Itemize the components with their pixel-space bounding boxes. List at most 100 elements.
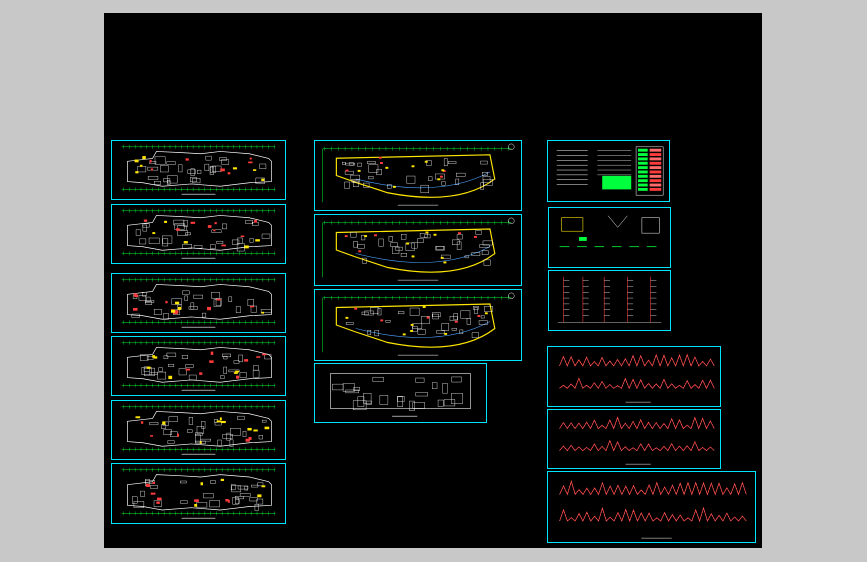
cad-line bbox=[157, 371, 167, 380]
sheet-floor-plan-3[interactable] bbox=[111, 273, 286, 333]
cad-line bbox=[195, 432, 203, 436]
cad-line bbox=[398, 311, 405, 315]
cad-line bbox=[508, 143, 515, 150]
cad-line bbox=[411, 255, 415, 258]
cad-line bbox=[454, 320, 458, 323]
cad-line bbox=[184, 295, 188, 301]
cad-line bbox=[134, 294, 139, 298]
sheet-isometric-2[interactable] bbox=[547, 409, 721, 469]
cad-line bbox=[483, 259, 491, 266]
cad-line bbox=[410, 323, 414, 326]
cad-line bbox=[484, 312, 488, 315]
cad-line bbox=[152, 355, 156, 358]
cad-line bbox=[361, 235, 366, 241]
cad-line bbox=[579, 237, 587, 241]
cad-line bbox=[247, 427, 252, 431]
cad-line bbox=[376, 168, 382, 176]
cad-line bbox=[481, 250, 489, 255]
cad-line bbox=[441, 181, 446, 186]
cad-line bbox=[406, 175, 416, 184]
cad-line bbox=[257, 482, 264, 487]
cad-line bbox=[368, 176, 374, 180]
cad-line bbox=[443, 158, 448, 167]
cad-line bbox=[177, 306, 182, 310]
cad-line bbox=[180, 480, 187, 484]
cad-line bbox=[380, 162, 383, 164]
cad-line bbox=[183, 241, 188, 244]
cad-line bbox=[428, 176, 433, 181]
sheet-basement-plan[interactable] bbox=[314, 363, 487, 423]
cad-line bbox=[412, 326, 418, 332]
cad-line bbox=[370, 307, 380, 314]
cad-line bbox=[176, 228, 180, 231]
cad-line bbox=[602, 175, 632, 190]
cad-line bbox=[163, 429, 172, 435]
sheet-riser-diagram[interactable] bbox=[548, 270, 671, 331]
cad-line bbox=[235, 375, 240, 379]
cad-line bbox=[222, 353, 232, 358]
cad-line bbox=[209, 360, 214, 363]
cad-line bbox=[185, 232, 191, 236]
cad-line bbox=[345, 162, 356, 166]
cad-line bbox=[207, 306, 212, 311]
cad-line bbox=[638, 187, 648, 191]
cad-line bbox=[142, 292, 147, 297]
cad-line bbox=[146, 355, 154, 360]
cad-line bbox=[237, 485, 249, 490]
cad-line bbox=[153, 309, 162, 315]
cad-line bbox=[223, 355, 228, 360]
floor-plan-drawing bbox=[121, 208, 276, 259]
cad-line bbox=[374, 330, 380, 337]
sheet-floor-plan-4[interactable] bbox=[111, 336, 286, 396]
sheet-curved-plan-2[interactable] bbox=[314, 214, 522, 286]
cad-line bbox=[464, 255, 469, 259]
cad-line bbox=[145, 484, 151, 487]
cad-line bbox=[559, 479, 747, 496]
cad-line bbox=[245, 438, 250, 442]
sheet-detail[interactable] bbox=[548, 207, 671, 268]
sheet-isometric-3[interactable] bbox=[547, 471, 756, 543]
sheet-floor-plan-6[interactable] bbox=[111, 463, 286, 524]
cad-line bbox=[226, 432, 231, 441]
cad-line bbox=[207, 225, 212, 228]
cad-line bbox=[231, 485, 242, 493]
sheet-isometric-1[interactable] bbox=[547, 346, 721, 407]
cad-line bbox=[426, 160, 432, 166]
cad-line bbox=[397, 396, 405, 402]
cad-line bbox=[410, 330, 414, 332]
sheet-curved-plan-3[interactable] bbox=[314, 289, 522, 361]
sheet-floor-plan-2[interactable] bbox=[111, 204, 286, 264]
cad-line bbox=[161, 424, 166, 429]
cad-line bbox=[239, 493, 251, 497]
cad-line bbox=[211, 229, 222, 233]
cad-line bbox=[210, 351, 214, 355]
cad-line bbox=[607, 215, 628, 228]
cad-line bbox=[233, 360, 240, 364]
sheet-floor-plan-1[interactable] bbox=[111, 140, 286, 200]
cad-line bbox=[405, 242, 415, 251]
cad-line bbox=[142, 156, 146, 160]
cad-line bbox=[162, 421, 166, 425]
cad-line bbox=[635, 146, 664, 196]
cad-line bbox=[235, 499, 240, 504]
cad-line bbox=[182, 243, 192, 249]
cad-line bbox=[649, 170, 662, 174]
sheet-curved-plan-1[interactable] bbox=[314, 140, 522, 211]
cad-line bbox=[649, 183, 662, 187]
floor-plan-drawing bbox=[121, 404, 276, 455]
cad-line bbox=[216, 240, 224, 244]
cad-line bbox=[441, 254, 451, 259]
cad-line bbox=[163, 355, 169, 359]
isometric-drawing bbox=[559, 416, 715, 465]
sheet-legend-table[interactable] bbox=[547, 140, 670, 202]
cad-line bbox=[146, 296, 151, 302]
drawing-canvas[interactable] bbox=[104, 13, 762, 548]
cad-line bbox=[421, 316, 430, 325]
cad-line bbox=[190, 177, 197, 183]
sheet-floor-plan-5[interactable] bbox=[111, 400, 286, 460]
cad-line bbox=[388, 236, 393, 242]
cad-line bbox=[162, 238, 169, 247]
cad-line bbox=[649, 166, 662, 170]
cad-line bbox=[559, 416, 715, 429]
cad-line bbox=[559, 354, 715, 367]
